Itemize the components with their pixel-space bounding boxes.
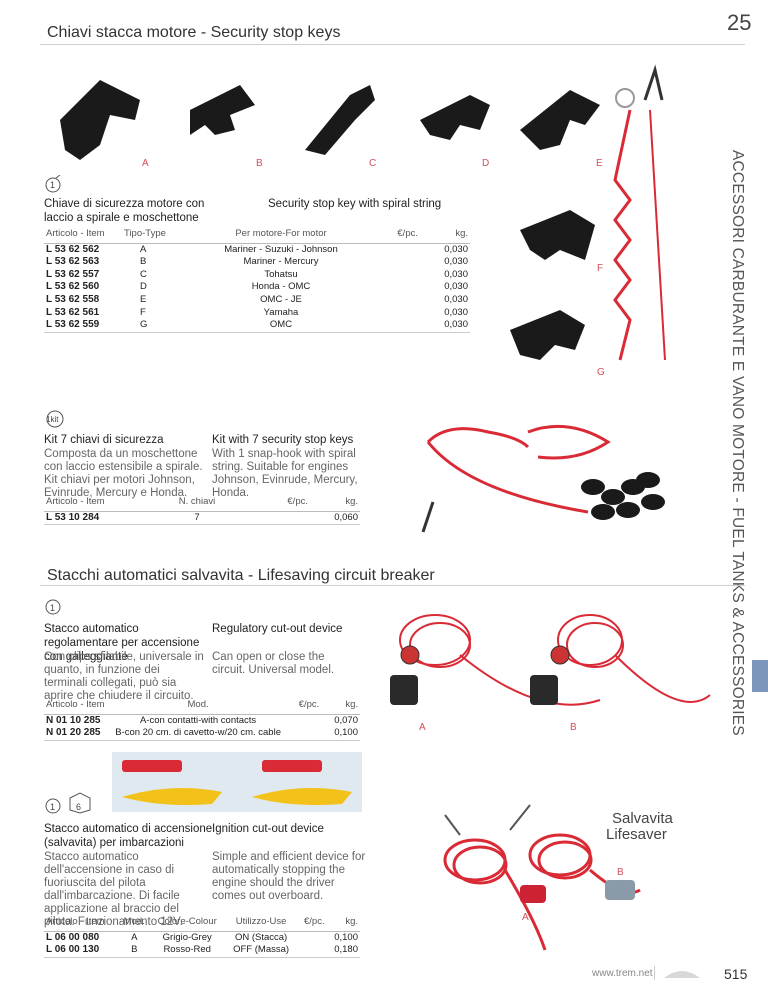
footer-url[interactable]: www.trem.net xyxy=(592,968,653,979)
kit-pack-icon xyxy=(46,410,64,428)
col-price: €/pc. xyxy=(360,228,420,244)
key-letter-c: C xyxy=(369,158,378,169)
kit-desc-en: With 1 snap-hook with spiral string. Sui… xyxy=(212,448,358,499)
box-count: 6 xyxy=(76,802,82,812)
lifesaver-badge-line2: Lifesaver xyxy=(606,826,667,843)
pack-icon xyxy=(45,175,61,193)
key-f-image xyxy=(520,210,595,260)
col-kg: kg. xyxy=(420,228,470,244)
key-letter-d: D xyxy=(482,158,491,169)
regulatory-pack-icon xyxy=(45,599,61,615)
key-g-image xyxy=(510,310,585,360)
regulatory-pack-qty: 1 xyxy=(50,603,56,613)
kit-desc-it: Composta da un moschettone con laccio es… xyxy=(44,448,203,499)
regulatory-desc-en: Can open or close the circuit. Universal… xyxy=(212,651,335,676)
keys-title-en: Security stop key with spiral string xyxy=(268,198,442,210)
brand-logo-icon xyxy=(664,971,700,978)
spiral-cord-image xyxy=(613,109,632,361)
ignition-desc-en: Simple and efficient device for automati… xyxy=(212,851,366,902)
ignition-title-it: Stacco automatico di accensione (salvavi… xyxy=(44,823,213,849)
ignition-photo xyxy=(443,804,641,951)
keys-table: Articolo - Item Tipo-Type Per motore-For… xyxy=(44,228,470,333)
kit-title-en: Kit with 7 security stop keys xyxy=(212,434,354,446)
ignition-boat-photo xyxy=(112,752,362,812)
kit-table: Articolo - Item N. chiavi €/pc. kg. L 53… xyxy=(44,496,360,526)
kit-pack-qty: 1kit xyxy=(46,415,59,424)
header-rule xyxy=(40,44,745,45)
ignition-title-en: Ignition cut-out device xyxy=(212,823,324,835)
ignition-label-a: A xyxy=(522,912,530,923)
keys-title-it: Chiave di sicurezza motore con laccio a … xyxy=(44,198,205,224)
breaker-rule xyxy=(40,585,745,586)
kit-photo xyxy=(421,424,665,533)
regulatory-title-en: Regulatory cut-out device xyxy=(212,623,343,635)
regulatory-label-a: A xyxy=(419,722,427,733)
col-motor: Per motore-For motor xyxy=(202,228,360,244)
col-item: Articolo - Item xyxy=(44,228,122,244)
key-letter-f: F xyxy=(597,263,605,274)
lifesaver-badge-line1: Salvavita xyxy=(612,810,673,827)
pack-qty: 1 xyxy=(50,180,56,190)
key-c-image xyxy=(305,85,375,155)
key-a-image xyxy=(60,80,140,160)
regulatory-label-b: B xyxy=(570,722,578,733)
col-type: Tipo-Type xyxy=(122,228,202,244)
page-number-bottom: 515 xyxy=(724,966,748,982)
ignition-pack-qty: 1 xyxy=(50,802,56,812)
breaker-section-title: Stacchi automatici salvavita - Lifesavin… xyxy=(47,567,435,584)
kit-title-it: Kit 7 chiavi di sicurezza xyxy=(44,434,164,446)
key-letter-e: E xyxy=(596,158,604,169)
page-header-title: Chiavi stacca motore - Security stop key… xyxy=(47,24,341,41)
footer-separator xyxy=(654,966,655,980)
key-letter-b: B xyxy=(256,158,264,169)
box-icon xyxy=(69,792,91,814)
regulatory-photo xyxy=(390,614,711,706)
ignition-table: Articolo - Item Mod. Colore-Colour Utili… xyxy=(44,916,360,958)
key-letter-a: A xyxy=(142,158,150,169)
regulatory-desc-it: Con clips sfilabile, universale in quant… xyxy=(44,651,204,702)
page-number-top: 25 xyxy=(727,10,752,35)
section-tab xyxy=(752,660,768,692)
key-e-image xyxy=(520,90,600,150)
ignition-label-b: B xyxy=(617,867,625,878)
security-keys-photo xyxy=(60,64,666,361)
key-letter-g: G xyxy=(597,367,606,378)
key-d-image xyxy=(420,95,490,140)
regulatory-title-it: Stacco automatico regolamentare per acce… xyxy=(44,623,200,663)
regulatory-table: Articolo - Item Mod. €/pc. kg. N 01 10 2… xyxy=(44,699,360,741)
key-b-image xyxy=(190,85,255,135)
ignition-pack-icon xyxy=(45,798,61,814)
